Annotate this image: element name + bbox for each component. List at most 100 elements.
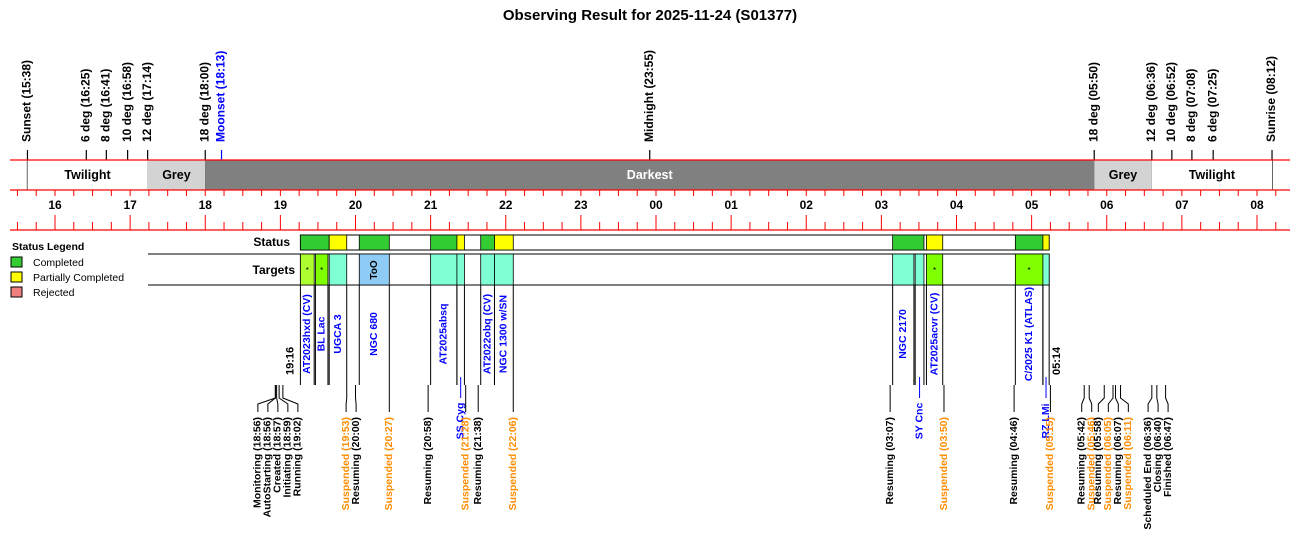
sky-event-label: 10 deg (16:58) — [120, 62, 134, 142]
target-block — [358, 253, 390, 286]
legend-swatch — [10, 256, 23, 268]
event-label: Running (19:02) — [292, 417, 304, 496]
target-label: AT2025absq — [438, 303, 450, 364]
window-start-label: 19:16 — [284, 347, 296, 375]
target-block — [315, 253, 329, 286]
sky-event-label: 12 deg (17:14) — [140, 62, 154, 142]
hour-label: 01 — [724, 198, 738, 212]
status-segment — [300, 234, 330, 251]
sky-event-label: Sunset (15:38) — [20, 60, 34, 142]
event-label: Created (18:57) — [272, 417, 284, 493]
event-connector — [1088, 385, 1093, 412]
target-label: AT2023hxd (CV) — [301, 294, 313, 374]
legend-swatch — [10, 286, 23, 298]
window-end-label: 05:14 — [1051, 346, 1063, 375]
event-label: Resuming (21:38) — [472, 417, 484, 505]
event-label: Suspended (06:11) — [1122, 417, 1134, 510]
event-connector — [1097, 385, 1105, 412]
target-block — [914, 253, 925, 286]
legend-label: Partially Completed — [33, 272, 124, 284]
target-block — [456, 253, 465, 286]
target-mark: * — [306, 266, 309, 275]
target-block — [494, 253, 514, 286]
sky-event-label: Sunrise (08:12) — [1264, 56, 1278, 142]
event-connector — [1156, 385, 1159, 412]
sky-event-label: 12 deg (06:36) — [1144, 62, 1158, 142]
event-label: Resuming (04:46) — [1008, 417, 1020, 505]
target-mark: * — [1028, 266, 1031, 275]
target-label: UGCA 3 — [332, 314, 344, 353]
target-label: AT2022obq (CV) — [481, 294, 493, 374]
targets-row — [299, 253, 1050, 286]
sky-event-label: 10 deg (06:52) — [1164, 62, 1178, 142]
target-label: NGC 2170 — [897, 309, 909, 359]
event-connector — [257, 385, 276, 412]
event-label: AutoStarting (18:56) — [262, 417, 274, 517]
legend-title: Status Legend — [12, 241, 84, 253]
event-label: Suspended (19:53) — [340, 417, 352, 510]
hour-label: 23 — [574, 198, 588, 212]
hour-label: 06 — [1100, 198, 1114, 212]
event-labels: Monitoring (18:56)AutoStarting (18:56)Cr… — [252, 385, 1174, 530]
target-label: AT2025acvr (CV) — [928, 293, 940, 376]
status-segment — [480, 234, 495, 251]
event-label: Resuming (20:58) — [422, 417, 434, 505]
status-segment — [926, 234, 944, 251]
target-block — [892, 253, 915, 286]
sky-event-label: Midnight (23:55) — [642, 50, 656, 142]
event-connector — [1081, 385, 1085, 412]
event-connector — [1147, 385, 1153, 412]
status-segment — [1014, 234, 1044, 251]
event-connector — [278, 385, 289, 412]
target-mark: * — [320, 266, 323, 275]
target-block — [328, 253, 348, 286]
status-segment — [328, 234, 348, 251]
event-connector — [276, 385, 279, 412]
event-connector — [1165, 385, 1169, 412]
legend-label: Rejected — [33, 287, 75, 299]
target-label: RZ LMi — [1040, 403, 1052, 438]
event-connector — [1120, 385, 1129, 412]
event-label: Suspended (20:27) — [383, 417, 395, 510]
event-label: Resuming (05:58) — [1092, 417, 1104, 505]
event-label: Closing (06:40) — [1152, 417, 1164, 492]
sky-event-label: 18 deg (05:50) — [1086, 62, 1100, 142]
band-darkest — [205, 160, 1095, 190]
event-label: Finished (06:47) — [1162, 417, 1174, 497]
event-connector — [1115, 385, 1119, 412]
event-label: Monitoring (18:56) — [252, 417, 264, 508]
target-label: C/2025 K1 (ATLAS) — [1023, 287, 1035, 381]
target-label: NGC 680 — [368, 312, 380, 356]
hour-label: 07 — [1175, 198, 1189, 212]
target-label: SY Cnc — [913, 403, 925, 440]
event-connector — [1107, 385, 1114, 412]
hour-label: 16 — [48, 198, 62, 212]
sky-events: Sunset (15:38)6 deg (16:25)8 deg (16:41)… — [20, 50, 1278, 190]
event-connector — [345, 385, 348, 412]
target-label: BL Lac — [315, 316, 327, 351]
sky-event-label: Moonset (18:13) — [214, 51, 228, 142]
event-label: Resuming (20:00) — [350, 417, 362, 505]
target-block — [926, 253, 944, 286]
band-label: Darkest — [627, 168, 674, 182]
hour-label: 04 — [950, 198, 964, 212]
target-label: SS Cyg — [454, 403, 466, 440]
hour-label: 22 — [499, 198, 513, 212]
sky-event-label: 18 deg (18:00) — [197, 62, 211, 142]
event-connector — [267, 385, 276, 412]
status-segment — [892, 234, 925, 251]
event-label: Suspended (05:46) — [1085, 417, 1097, 510]
band-label: Twilight — [1189, 168, 1236, 182]
hour-label: 00 — [649, 198, 663, 212]
hour-label: 21 — [424, 198, 438, 212]
legend-label: Completed — [33, 257, 84, 269]
status-segment — [494, 234, 514, 251]
event-label: Initiating (18:59) — [282, 417, 294, 498]
status-segment — [1042, 234, 1050, 251]
sky-event-label: 8 deg (07:08) — [1184, 69, 1198, 142]
sky-event-label: 6 deg (16:25) — [78, 69, 92, 142]
